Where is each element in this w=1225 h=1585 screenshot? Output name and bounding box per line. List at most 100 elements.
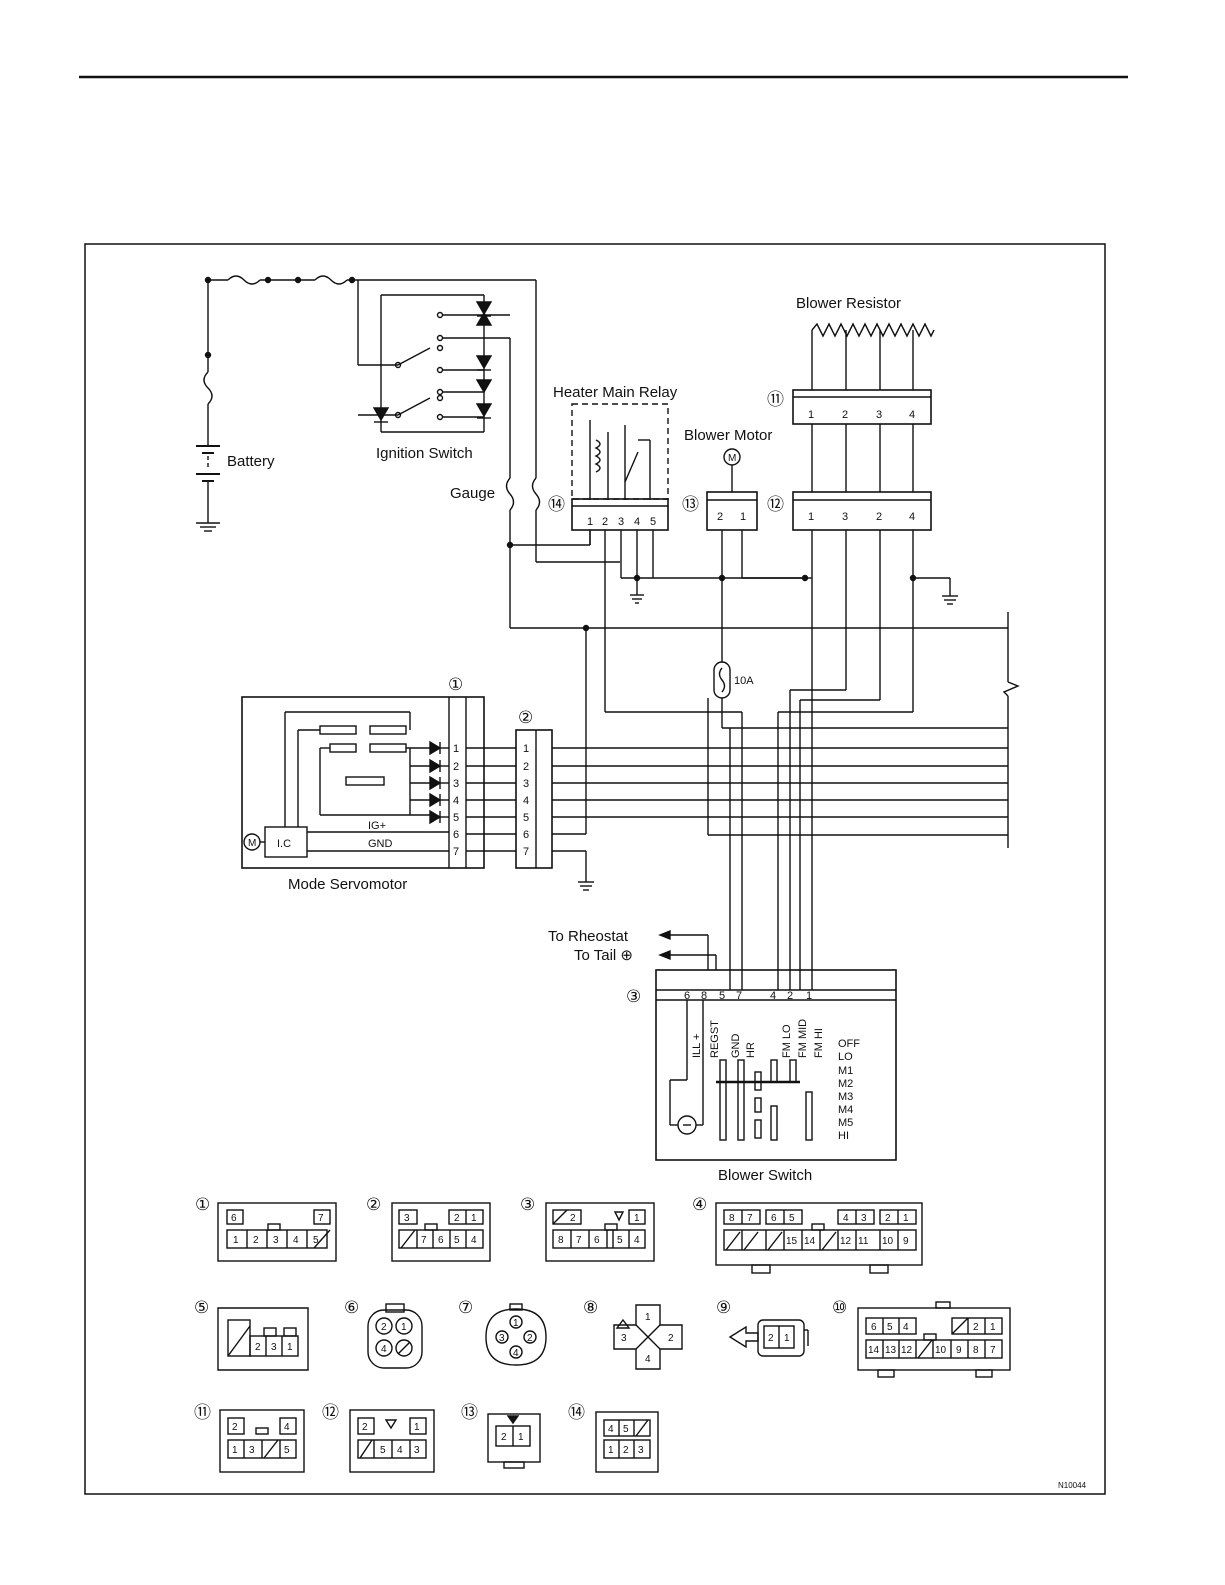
- svg-text:REGST: REGST: [709, 1020, 721, 1058]
- mode-servomotor-label: Mode Servomotor: [288, 876, 407, 893]
- svg-text:M: M: [248, 838, 256, 849]
- view12-pins: 2 1 5 4 3: [362, 1422, 420, 1456]
- connector-view-10: [857, 1301, 1011, 1378]
- svg-text:8: 8: [558, 1235, 564, 1246]
- fuse-10a: [713, 661, 731, 728]
- svg-text:7: 7: [576, 1235, 582, 1246]
- svg-text:1: 1: [523, 743, 529, 755]
- svg-text:5: 5: [887, 1322, 893, 1333]
- svg-text:5: 5: [650, 516, 656, 528]
- ignition-switch-label: Ignition Switch: [376, 445, 473, 462]
- svg-text:2: 2: [973, 1322, 979, 1333]
- svg-text:4: 4: [608, 1424, 614, 1435]
- conn3-mark: ③: [626, 987, 641, 1006]
- view8-mark: ⑧: [583, 1298, 598, 1317]
- heater-main-relay: [571, 403, 669, 531]
- svg-text:1: 1: [232, 1445, 238, 1456]
- svg-text:2: 2: [381, 1322, 387, 1333]
- svg-text:2: 2: [454, 1213, 460, 1224]
- svg-text:1: 1: [634, 1213, 640, 1224]
- svg-text:1: 1: [608, 1445, 614, 1456]
- figure-id: N10044: [1058, 1481, 1087, 1490]
- svg-text:3: 3: [842, 511, 848, 523]
- svg-text:FM HI: FM HI: [813, 1028, 825, 1058]
- svg-text:M1: M1: [838, 1065, 853, 1077]
- blower-resistor-label: Blower Resistor: [796, 295, 901, 312]
- to-rheostat-label: To Rheostat: [548, 928, 629, 945]
- view11-pins: 2 4 1 3 5: [232, 1422, 290, 1456]
- ic-label: I.C: [277, 838, 291, 850]
- svg-text:4: 4: [903, 1322, 909, 1333]
- svg-text:8: 8: [729, 1213, 735, 1224]
- svg-text:6: 6: [684, 990, 690, 1002]
- svg-text:3: 3: [404, 1213, 410, 1224]
- svg-text:4: 4: [453, 795, 459, 807]
- view3-pins: 2 1 8 7 6 5 4: [558, 1213, 640, 1246]
- switch-terminal-labels: ILL + REGST GND HR FM LO FM MID FM HI: [691, 1019, 825, 1058]
- svg-text:4: 4: [843, 1213, 849, 1224]
- connector-view-5: [217, 1307, 309, 1371]
- svg-text:3: 3: [414, 1445, 420, 1456]
- svg-text:2: 2: [602, 516, 608, 528]
- svg-text:3: 3: [861, 1213, 867, 1224]
- ignition-switch: [357, 280, 510, 433]
- svg-text:1: 1: [414, 1422, 420, 1433]
- svg-text:M2: M2: [838, 1078, 853, 1090]
- svg-text:8: 8: [701, 990, 707, 1002]
- connector-view-4: [715, 1202, 923, 1274]
- ig-plus-label: IG+: [368, 820, 386, 832]
- view12-mark: ⑫: [322, 1403, 339, 1422]
- svg-text:1: 1: [453, 743, 459, 755]
- svg-text:7: 7: [747, 1213, 753, 1224]
- svg-text:11: 11: [858, 1236, 869, 1247]
- svg-text:4: 4: [397, 1445, 403, 1456]
- view11-mark: ⑪: [194, 1403, 211, 1422]
- svg-text:3: 3: [618, 516, 624, 528]
- svg-text:HR: HR: [745, 1042, 757, 1058]
- svg-text:3: 3: [499, 1333, 505, 1344]
- view3-mark: ③: [520, 1195, 535, 1214]
- switch-pin-labels: 6 8 5 7 4 2 1: [684, 990, 812, 1002]
- svg-text:2: 2: [523, 761, 529, 773]
- svg-text:7: 7: [318, 1213, 324, 1224]
- svg-text:2: 2: [787, 990, 793, 1002]
- svg-text:OFF: OFF: [838, 1038, 860, 1050]
- connector-view-14: [595, 1411, 659, 1473]
- svg-text:1: 1: [587, 516, 593, 528]
- svg-text:1: 1: [990, 1322, 996, 1333]
- svg-text:6: 6: [438, 1235, 444, 1246]
- switch-position-labels: OFF LO M1 M2 M3 M4 M5 HI: [838, 1038, 860, 1142]
- svg-text:6: 6: [871, 1322, 877, 1333]
- svg-text:M: M: [728, 453, 736, 464]
- svg-text:4: 4: [909, 409, 915, 421]
- svg-text:7: 7: [990, 1345, 996, 1356]
- connector-view-7: [485, 1303, 547, 1366]
- svg-text:4: 4: [513, 1348, 519, 1359]
- svg-text:5: 5: [523, 812, 529, 824]
- svg-text:4: 4: [909, 511, 915, 523]
- svg-text:1: 1: [740, 511, 746, 523]
- svg-text:7: 7: [453, 846, 459, 858]
- view5-pins: 2 3 1: [255, 1342, 293, 1353]
- svg-text:2: 2: [453, 761, 459, 773]
- svg-text:1: 1: [513, 1318, 519, 1329]
- svg-text:1: 1: [518, 1432, 524, 1443]
- svg-text:3: 3: [638, 1445, 644, 1456]
- view2-mark: ②: [366, 1195, 381, 1214]
- svg-text:2: 2: [768, 1333, 774, 1344]
- blower-switch: [655, 929, 897, 1161]
- svg-text:7: 7: [421, 1235, 427, 1246]
- blower-resistor: [777, 322, 958, 955]
- view2-pins: 3 2 1 7 6 5 4: [404, 1213, 477, 1246]
- svg-text:ILL +: ILL +: [691, 1034, 703, 1058]
- svg-text:2: 2: [232, 1422, 238, 1433]
- gauge-label: Gauge: [450, 485, 495, 502]
- svg-text:4: 4: [471, 1235, 477, 1246]
- svg-text:3: 3: [876, 409, 882, 421]
- svg-text:FM LO: FM LO: [781, 1024, 793, 1058]
- svg-text:2: 2: [527, 1333, 533, 1344]
- svg-text:15: 15: [786, 1236, 798, 1247]
- svg-text:7: 7: [523, 846, 529, 858]
- battery-label: Battery: [227, 453, 275, 470]
